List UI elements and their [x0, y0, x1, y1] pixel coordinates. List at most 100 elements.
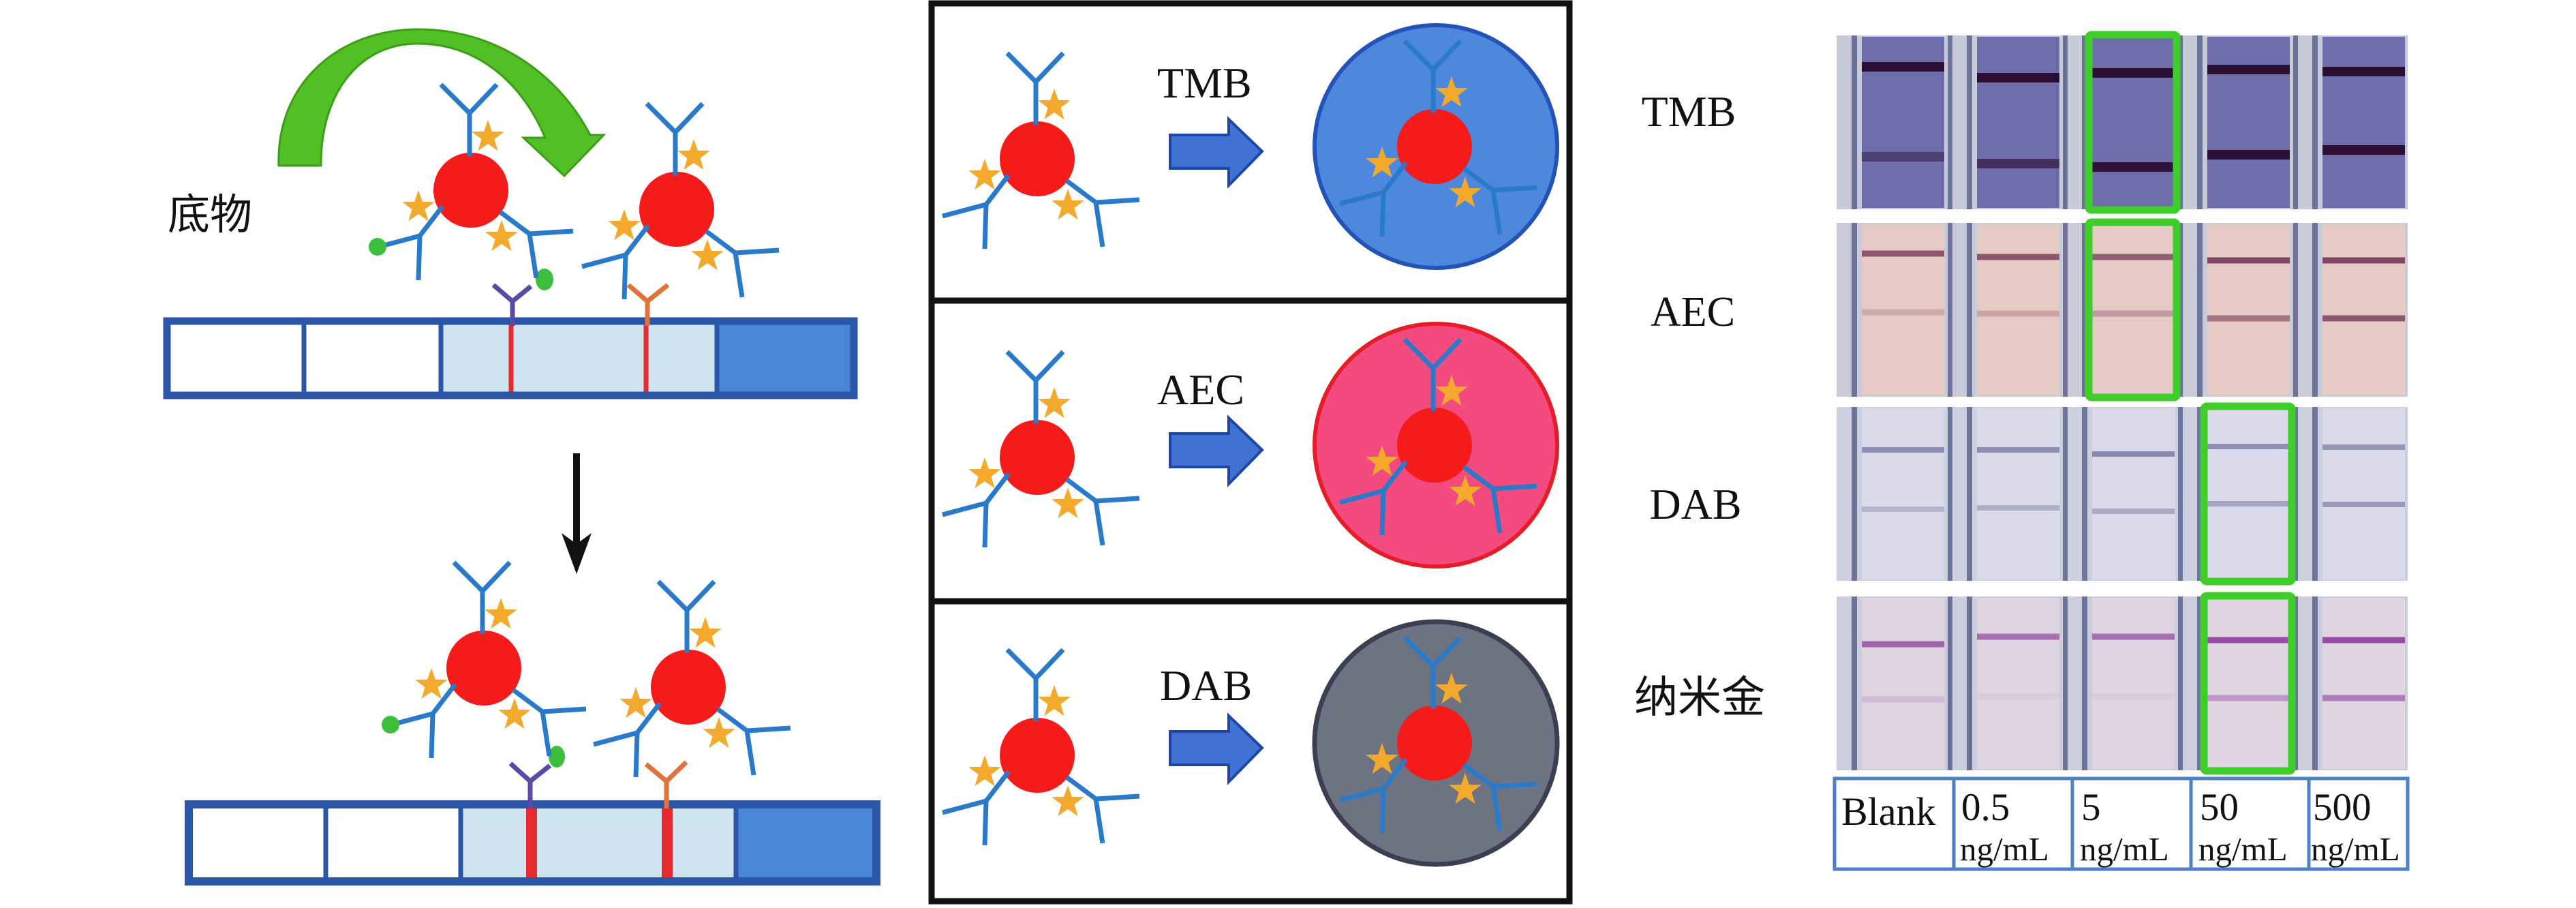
detection-limit-highlight-box [2200, 402, 2296, 586]
absorbent-pad [736, 804, 876, 881]
test-line [2322, 145, 2405, 155]
strip-window [1977, 598, 2059, 769]
enzyme-nanoparticle-probe [582, 104, 779, 299]
control-capture-antibody [626, 283, 670, 326]
reaction-row-tmb: TMB [942, 23, 1559, 270]
strip-window [2322, 408, 2405, 579]
strip-window [2092, 224, 2175, 395]
strip-edge-line [1948, 407, 1952, 581]
strip-edge-line [1852, 596, 1857, 770]
test-line [2207, 150, 2290, 160]
strip-edge-line [2082, 35, 2087, 209]
strip-edge-line [1967, 223, 1972, 397]
detection-limit-highlight-box [2200, 592, 2296, 775]
strip-lane [1967, 596, 2068, 770]
strip-lane [2312, 407, 2405, 581]
substrate-curved-arrow-icon [277, 28, 607, 178]
strip-edge-line [2197, 35, 2203, 209]
control-line [1977, 633, 2059, 640]
strip-edge-line [2197, 407, 2203, 581]
control-line [2322, 67, 2405, 76]
test-line [2207, 315, 2290, 322]
control-line [2092, 633, 2175, 640]
test-capture-antibody [491, 283, 533, 326]
strip-edge-line [1948, 35, 1952, 209]
strip-lane [1967, 407, 2068, 581]
strip-edge-line [2178, 407, 2183, 581]
detection-limit-highlight-box [2085, 31, 2181, 214]
strip-window [2322, 37, 2405, 208]
substrate-name: TMB [1157, 59, 1252, 107]
test-line [1977, 310, 2059, 317]
control-line [1977, 254, 2059, 260]
strip-edge-line [2293, 223, 2298, 397]
strip-window [2207, 598, 2290, 769]
strip-lane [2312, 596, 2405, 770]
strip-window [2092, 37, 2175, 208]
concentration-value: 500 [2313, 786, 2372, 829]
strip-window [2322, 598, 2405, 769]
right-arrow-icon [1169, 116, 1264, 189]
test-capture-antibody [508, 761, 552, 808]
strip-window [2207, 37, 2290, 208]
strip-lane [2082, 223, 2183, 397]
test-line [1862, 696, 1944, 703]
concentration-value: 0.5 [1961, 786, 2010, 829]
test-line [2322, 315, 2405, 322]
strip-window [1977, 408, 2059, 579]
strip-edge-line [2197, 596, 2203, 770]
control-line [662, 808, 673, 877]
strip-edge-line [1967, 407, 1972, 581]
right-panel-strip-results: TMB AEC DAB 纳米金 Blank 0.5 ng/mL 5 ng/mL … [1634, 31, 2410, 871]
strip-edge-line [1852, 407, 1857, 581]
strip-window [1977, 37, 2059, 208]
concentration-unit: ng/mL [2198, 830, 2288, 868]
concentration-value: Blank [1841, 789, 1936, 834]
test-line [2092, 509, 2175, 514]
control-line [643, 324, 649, 392]
strip-lane [1967, 35, 2068, 209]
strip-lane [2312, 223, 2405, 397]
strip-lane [2197, 407, 2298, 581]
strip-edge-line [1967, 35, 1972, 209]
down-arrow-icon [562, 453, 592, 574]
strip-edge-line [2312, 223, 2318, 397]
test-line [2207, 695, 2290, 701]
control-line [2322, 444, 2405, 450]
row-label-aec: AEC [1651, 289, 1735, 335]
strip-edge-line [2063, 407, 2068, 581]
absorbent-pad [717, 321, 854, 395]
concentration-value: 5 [2081, 786, 2101, 829]
concentration-value: 50 [2200, 786, 2239, 829]
test-line [2207, 501, 2290, 506]
test-strip-before [163, 269, 858, 399]
control-line [2092, 451, 2175, 457]
control-line [1862, 62, 1944, 72]
strip-edge-line [1852, 223, 1857, 397]
test-line [1977, 159, 2059, 168]
strip-edge-line [1852, 35, 1857, 209]
strip-window [2322, 224, 2405, 395]
strip-edge-line [2082, 223, 2087, 397]
strip-edge-line [2197, 223, 2203, 397]
strip-row [1837, 31, 2408, 214]
strip-lane [1852, 596, 1952, 770]
reaction-row-dab: DAB [942, 619, 1560, 867]
enzyme-nanoparticle-probe [389, 562, 586, 758]
concentration-unit: ng/mL [2080, 830, 2169, 868]
control-line [2207, 257, 2290, 264]
strip-window [2092, 598, 2175, 769]
sample-pad [167, 321, 304, 395]
strip-lane [2197, 223, 2298, 397]
test-line [1862, 152, 1944, 162]
test-line [1862, 309, 1944, 316]
substrate-label: 底物 [168, 190, 252, 239]
row-label-gold-nanoparticle: 纳米金 [1634, 673, 1765, 723]
table-frame [1833, 776, 2410, 871]
strip-edge-line [2082, 596, 2087, 770]
control-line [1977, 447, 2059, 453]
middle-panel-substrate-reactions: TMB AEC DAB [928, 0, 1573, 905]
test-line [2092, 693, 2175, 700]
concentration-unit: ng/mL [1960, 830, 2049, 868]
control-line [2207, 65, 2290, 74]
